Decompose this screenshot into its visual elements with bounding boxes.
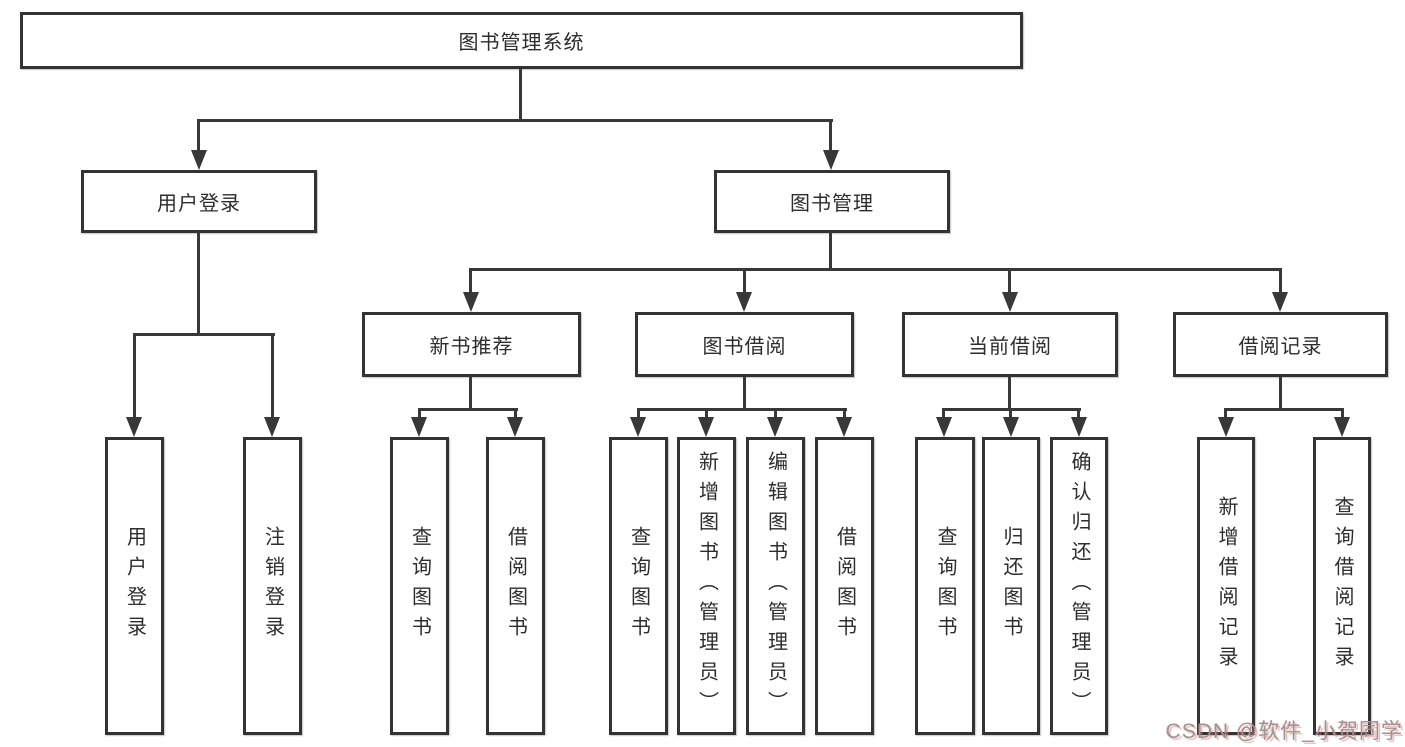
- connector-book-borrow-branch: [637, 408, 847, 411]
- node-label: 新书推荐: [429, 336, 514, 358]
- node-label: 图书管理系统: [458, 32, 585, 54]
- down-arrow-icon: [1272, 292, 1288, 312]
- leaf-borrow-books-recommend: 借阅图书: [486, 437, 545, 735]
- connector-level3-shaft: [469, 268, 472, 294]
- connector-leaf-shaft: [418, 408, 421, 419]
- node-new-book-recommendation: 新书推荐: [362, 312, 581, 377]
- connector-user-login-branch: [133, 333, 275, 336]
- node-label: 当前借阅: [968, 336, 1052, 358]
- connector-user-login-shaft: [197, 119, 200, 152]
- down-arrow-icon: [191, 150, 207, 170]
- down-arrow-icon: [698, 417, 714, 437]
- down-arrow-icon: [1002, 292, 1018, 312]
- connector-level3-shaft: [743, 268, 746, 294]
- connector-level3-shaft: [1279, 268, 1282, 294]
- down-arrow-icon: [767, 417, 783, 437]
- leaf-label: 新增图书（管理员）: [695, 451, 718, 721]
- connector-leaf-shaft: [1009, 408, 1012, 419]
- connector-leaf-shaft: [133, 333, 136, 419]
- leaf-label: 确认归还（管理员）: [1068, 451, 1090, 721]
- node-label: 用户登录: [157, 193, 241, 215]
- node-borrowing-records: 借阅记录: [1173, 312, 1388, 377]
- connector-leaf-shaft: [1077, 408, 1080, 419]
- leaf-add-books-admin: 新增图书（管理员）: [677, 437, 736, 735]
- leaf-label: 查询借阅记录: [1331, 496, 1353, 676]
- leaf-return-books: 归还图书: [982, 437, 1040, 735]
- leaf-add-borrow-record: 新增借阅记录: [1197, 437, 1255, 735]
- down-arrow-icon: [1334, 417, 1350, 437]
- connector-leaf-shaft: [942, 408, 945, 419]
- leaf-label: 编辑图书（管理员）: [764, 451, 787, 721]
- down-arrow-icon: [411, 417, 427, 437]
- connector-book-mgmt-shaft: [829, 119, 832, 152]
- leaf-label: 归还图书: [1000, 526, 1022, 646]
- connector-new-book-stub: [469, 377, 472, 411]
- node-label: 图书借阅: [702, 336, 787, 358]
- leaf-label: 查询图书: [934, 526, 956, 646]
- node-label: 图书管理: [790, 193, 874, 215]
- connector-records-stub: [1279, 377, 1282, 411]
- connector-leaf-shaft: [1224, 408, 1227, 419]
- leaf-label: 新增借阅记录: [1215, 496, 1237, 676]
- connector-leaf-shaft: [271, 333, 274, 419]
- csdn-watermark: CSDN @软件_小贺同学: [1165, 720, 1403, 743]
- connector-root-stub: [519, 69, 522, 121]
- down-arrow-icon: [126, 417, 142, 437]
- node-book-borrowing: 图书借阅: [635, 312, 854, 377]
- connector-level3-branch: [471, 268, 1282, 271]
- connector-leaf-shaft: [774, 408, 777, 419]
- connector-leaf-shaft: [637, 408, 640, 419]
- connector-leaf-shaft: [705, 408, 708, 419]
- leaf-confirm-return-admin: 确认归还（管理员）: [1050, 437, 1108, 735]
- connector-current-borrow-stub: [1008, 377, 1011, 411]
- down-arrow-icon: [507, 417, 523, 437]
- node-book-management: 图书管理: [714, 170, 950, 233]
- connector-records-branch: [1224, 408, 1344, 411]
- down-arrow-icon: [936, 417, 952, 437]
- connector-level3-shaft: [1008, 268, 1011, 294]
- node-user-login: 用户登录: [81, 170, 317, 233]
- connector-book-mgmt-stub: [829, 232, 832, 271]
- down-arrow-icon: [836, 417, 852, 437]
- node-library-management-system: 图书管理系统: [20, 12, 1023, 69]
- leaf-label: 查询图书: [408, 526, 431, 646]
- leaf-borrow-books: 借阅图书: [815, 437, 874, 735]
- down-arrow-icon: [1071, 417, 1087, 437]
- connector-book-borrow-stub: [743, 377, 746, 411]
- leaf-search-borrow-record: 查询借阅记录: [1313, 437, 1371, 735]
- node-label: 借阅记录: [1238, 336, 1323, 358]
- connector-new-book-branch: [418, 408, 518, 411]
- down-arrow-icon: [264, 417, 280, 437]
- leaf-edit-books-admin: 编辑图书（管理员）: [746, 437, 805, 735]
- leaf-label: 借阅图书: [504, 526, 527, 646]
- connector-leaf-shaft: [843, 408, 846, 419]
- connector-leaf-shaft: [1341, 408, 1344, 419]
- leaf-logout: 注销登录: [243, 437, 302, 735]
- connector-level2-branch: [198, 119, 833, 122]
- leaf-user-login: 用户登录: [105, 437, 164, 735]
- leaf-search-books-recommend: 查询图书: [390, 437, 449, 735]
- down-arrow-icon: [736, 292, 752, 312]
- connector-user-login-stub: [197, 232, 200, 336]
- leaf-search-books-current: 查询图书: [915, 437, 975, 735]
- leaf-label: 借阅图书: [833, 526, 856, 646]
- down-arrow-icon: [1003, 417, 1019, 437]
- down-arrow-icon: [630, 417, 646, 437]
- connector-leaf-shaft: [514, 408, 517, 419]
- leaf-label: 用户登录: [123, 526, 146, 646]
- down-arrow-icon: [463, 292, 479, 312]
- down-arrow-icon: [1218, 417, 1234, 437]
- down-arrow-icon: [823, 150, 839, 170]
- node-current-borrowing: 当前借阅: [902, 312, 1118, 377]
- leaf-search-books-borrowing: 查询图书: [609, 437, 668, 735]
- leaf-label: 查询图书: [627, 526, 650, 646]
- leaf-label: 注销登录: [261, 526, 284, 646]
